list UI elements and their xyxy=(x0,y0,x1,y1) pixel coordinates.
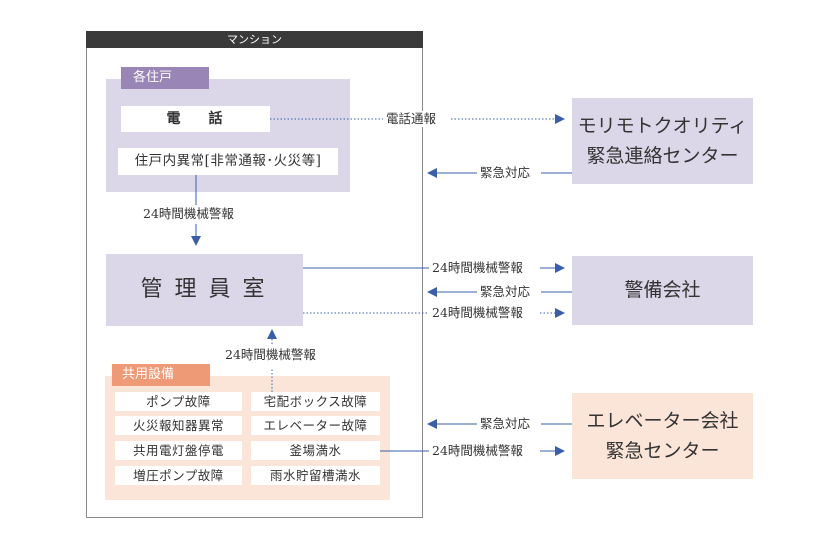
facility-item: 釜場満水 xyxy=(251,441,380,460)
residence-tab: 各住戸 xyxy=(121,67,209,89)
facility-item: 宅配ボックス故障 xyxy=(251,392,380,411)
mansion-title: マンション xyxy=(86,31,423,48)
facility-item: 雨水貯留槽満水 xyxy=(251,466,380,485)
elevator-alarm-label: 24時間機械警報 xyxy=(429,443,526,459)
elevator-company-box: エレベーター会社 緊急センター xyxy=(572,393,753,479)
facilities-tab: 共用設備 xyxy=(112,364,210,386)
facility-item: エレベーター故障 xyxy=(251,416,380,435)
facility-item: 火災報知器異常 xyxy=(115,416,242,435)
management-office-box: 管理員室 xyxy=(106,254,303,326)
moritomo-line1: モリモトクオリティ xyxy=(577,115,748,137)
keibi-response-label: 緊急対応 xyxy=(477,284,534,300)
elevator-line2: 緊急センター xyxy=(605,440,720,462)
elevator-line1: エレベーター会社 xyxy=(586,410,739,432)
moritomo-line2: 緊急連絡センター xyxy=(586,145,739,167)
facility-item: ポンプ故障 xyxy=(115,392,242,411)
security-company-box: 警備会社 xyxy=(572,256,753,325)
moritomo-quality-center-box: モリモトクオリティ 緊急連絡センター xyxy=(572,98,753,184)
facilities-alarm-label: 24時間機械警報 xyxy=(222,347,319,363)
facility-item: 共用電灯盤停電 xyxy=(115,441,242,460)
phone-report-label: 電話通報 xyxy=(383,111,440,127)
keibi-alarm1-label: 24時間機械警報 xyxy=(429,260,526,276)
residence-abnormal-box: 住戸内異常[非常通報･火災等] xyxy=(118,148,338,175)
residence-alarm-label: 24時間機械警報 xyxy=(140,206,237,222)
moritomo-response-label: 緊急対応 xyxy=(477,165,534,181)
elevator-response-label: 緊急対応 xyxy=(477,416,534,432)
phone-box: 電話 xyxy=(121,106,270,132)
keibi-alarm2-label: 24時間機械警報 xyxy=(429,305,526,321)
facility-item: 増圧ポンプ故障 xyxy=(115,466,242,485)
